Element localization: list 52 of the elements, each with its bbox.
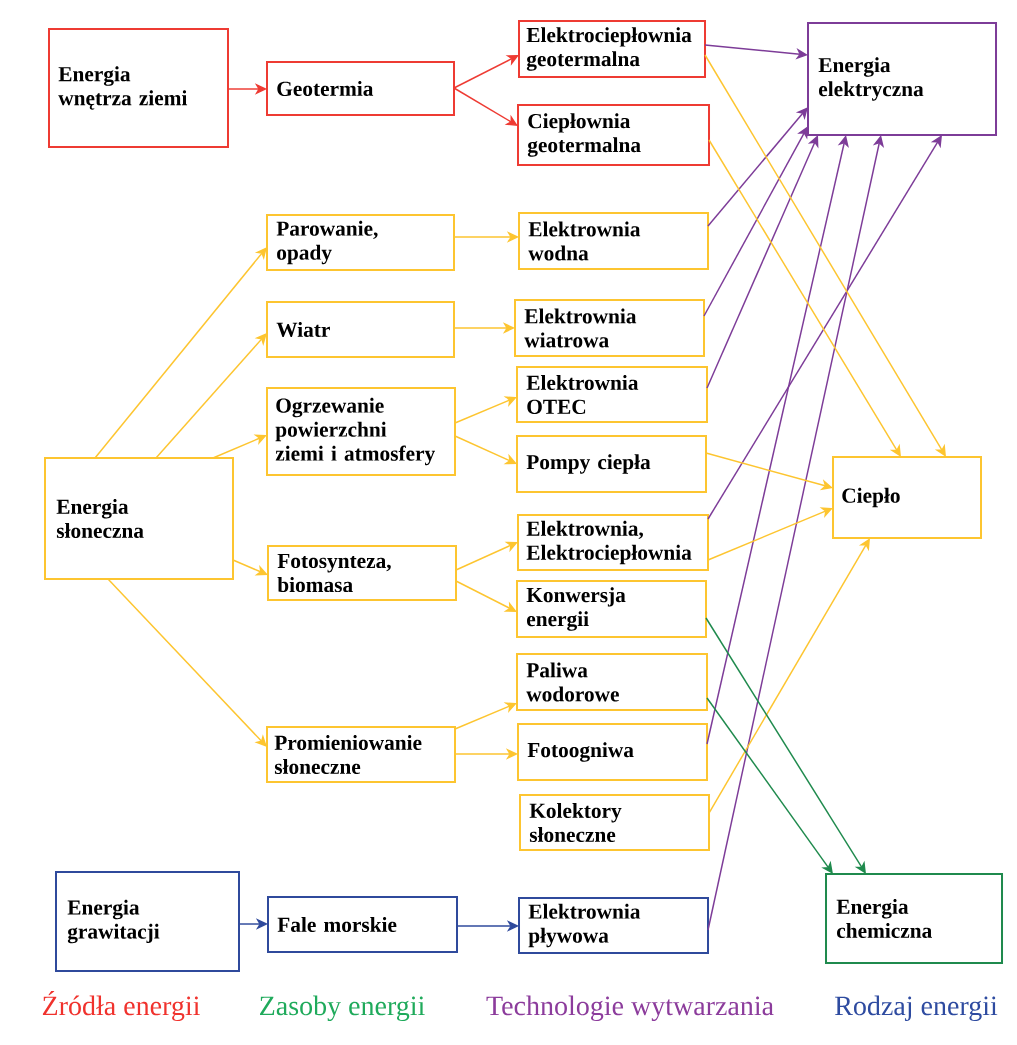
arrow xyxy=(706,697,833,874)
process-box: Paliwa wodorowe xyxy=(516,653,708,711)
process-box: Fale morskie xyxy=(267,896,458,953)
process-box: Elektrownia wiatrowa xyxy=(514,299,705,357)
arrow xyxy=(454,702,517,730)
arrow xyxy=(704,54,946,457)
arrow xyxy=(706,135,849,745)
arrow xyxy=(707,107,808,227)
process-box: Elektrownia wodna xyxy=(518,212,709,270)
arrow xyxy=(706,135,819,389)
arrow xyxy=(708,538,870,814)
process-box: Elektrownia pływowa xyxy=(518,897,709,954)
process-box: Energia grawitacji xyxy=(55,871,240,972)
process-box: Ciepło xyxy=(832,456,982,539)
process-box: Kolektory słoneczne xyxy=(519,794,710,851)
arrow xyxy=(232,559,268,576)
process-box: Wiatr xyxy=(266,301,455,358)
category-label: Rodzaj energii xyxy=(835,995,998,1022)
arrow xyxy=(454,396,517,424)
arrow xyxy=(707,507,833,561)
process-box: Ciepłownia geotermalna xyxy=(517,104,710,166)
arrow xyxy=(107,578,267,747)
process-box: Energia wnętrza ziemi xyxy=(48,28,229,148)
arrow xyxy=(453,55,519,89)
process-box: Energia elektryczna xyxy=(807,22,997,136)
process-box: Elektrociepłownia geotermalna xyxy=(518,20,706,78)
process-box: Energia słoneczna xyxy=(44,457,234,580)
process-box: Fotoogniwa xyxy=(517,723,708,781)
process-box: Pompy ciepła xyxy=(516,435,707,493)
process-box: Parowanie, opady xyxy=(266,214,455,271)
process-box: Elektrownia OTEC xyxy=(516,366,708,423)
arrow xyxy=(453,87,518,126)
category-label: Źródła energii xyxy=(42,991,200,1022)
process-box: Fotosynteza, biomasa xyxy=(267,545,457,601)
arrow xyxy=(454,435,517,465)
category-label: Technologie wytwarzania xyxy=(486,995,774,1022)
arrow xyxy=(212,434,267,459)
category-label: Zasoby energii xyxy=(260,995,425,1022)
process-box: Geotermia xyxy=(266,61,455,116)
arrow xyxy=(707,135,942,520)
arrow xyxy=(703,126,808,317)
arrow xyxy=(155,333,267,459)
arrow xyxy=(94,247,267,459)
process-box: Ogrzewanie powierzchni ziemi i atmosfery xyxy=(266,387,456,476)
process-box: Promieniowanie słoneczne xyxy=(266,726,456,783)
process-box: Konwersja energii xyxy=(516,580,707,638)
arrow xyxy=(455,580,517,612)
arrow xyxy=(455,541,518,571)
process-box: Energia chemiczna xyxy=(825,873,1003,964)
arrow xyxy=(705,617,866,874)
arrow xyxy=(708,139,901,457)
process-box: Elektrownia, Elektrociepłownia xyxy=(517,514,709,571)
